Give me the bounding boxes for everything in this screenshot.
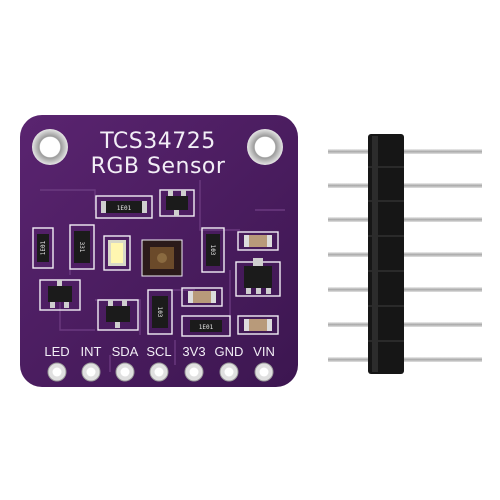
board-subtitle: RGB Sensor <box>91 154 226 179</box>
resistor-bottom-middle-code: 103 <box>156 307 163 318</box>
board-title: TCS34725 <box>99 129 215 154</box>
pin-label-vin: VIN <box>253 344 275 359</box>
resistor-right-code: 103 <box>209 245 216 256</box>
pin-labels: LED INT SDA SCL 3V3 GND VIN <box>44 344 274 359</box>
resistor-bottom-code: 1E01 <box>199 324 214 331</box>
pin-label-sda: SDA <box>112 344 139 359</box>
capacitor-top-right <box>244 235 272 247</box>
resistor-331 <box>74 231 90 263</box>
pin-header <box>328 134 482 374</box>
resistor-top-code: 1E01 <box>117 205 132 212</box>
header-pin <box>328 357 482 362</box>
voltage-regulator <box>244 266 272 288</box>
resistor-left <box>37 234 49 262</box>
resistor-outline-top <box>95 195 153 219</box>
header-pin <box>328 217 482 222</box>
transistor-left <box>48 286 72 302</box>
header-pin <box>328 183 482 188</box>
header-pin <box>328 149 482 154</box>
header-pins <box>328 149 482 362</box>
resistor-331-code: 331 <box>78 242 85 253</box>
pin-label-gnd: GND <box>215 344 244 359</box>
capacitor-bottom <box>188 291 216 303</box>
pin-pads <box>47 362 274 382</box>
resistor-top <box>104 201 144 213</box>
transistor-middle <box>106 306 130 322</box>
pin-label-int: INT <box>81 344 102 359</box>
pin-label-scl: SCL <box>146 344 171 359</box>
header-pin <box>328 322 482 327</box>
pcb-traces <box>40 180 285 372</box>
resistor-right <box>206 234 220 266</box>
resistor-bottom <box>190 320 222 332</box>
transistor-top <box>166 196 188 210</box>
pin-label-led: LED <box>44 344 69 359</box>
resistor-left-code: 1E01 <box>40 240 47 255</box>
resistor-bottom-middle <box>152 296 168 328</box>
header-pin <box>328 252 482 257</box>
pin-label-3v3: 3V3 <box>182 344 205 359</box>
header-pin <box>328 287 482 292</box>
capacitor-bottom-right <box>244 319 272 331</box>
